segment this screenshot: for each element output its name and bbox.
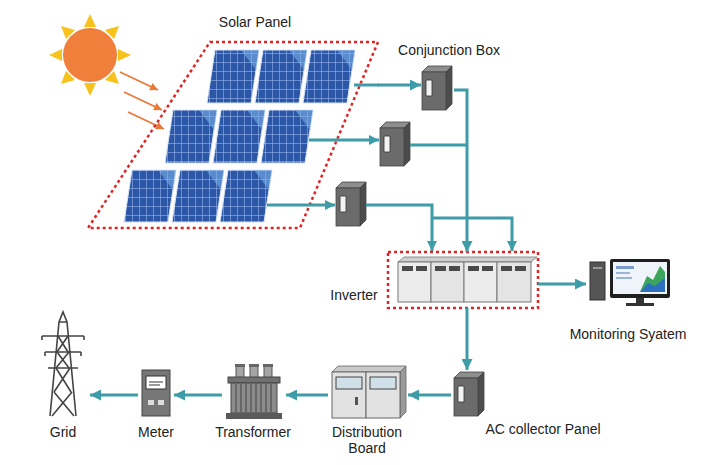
meter: Meter	[138, 366, 174, 418]
junction-boxes	[336, 66, 484, 416]
solar-array: Solar Panel	[88, 42, 378, 228]
connector-arrow	[90, 394, 138, 397]
node-label: Conjunction Box	[398, 42, 500, 58]
connector-arrow	[454, 90, 467, 252]
distribution-board-icon	[332, 366, 406, 418]
connector-arrow	[538, 283, 586, 286]
node-label: Meter	[138, 424, 174, 440]
pylon-icon	[42, 312, 84, 416]
connector-arrow	[286, 394, 328, 397]
connector-arrow	[408, 394, 451, 397]
ac-collector-panel: AC collector Panel	[451, 370, 486, 418]
inverter-outline	[388, 252, 538, 308]
node-label: Monitoring Syatem	[570, 326, 687, 342]
panel-glare	[158, 50, 355, 190]
inverter-cabinets	[398, 257, 537, 302]
node-label: Transformer	[215, 424, 291, 440]
connector-arrow	[378, 84, 421, 87]
meter-icon	[142, 370, 170, 416]
node-label: Distribution Board	[321, 424, 413, 456]
transformer-icon	[226, 364, 282, 419]
node-label: Grid	[50, 424, 76, 440]
junction-box: Conjunction Box	[421, 66, 454, 112]
node-label: Solar Panel	[219, 14, 291, 30]
node-label: AC collector Panel	[485, 421, 600, 437]
distribution-board: Distribution Board	[328, 364, 408, 420]
monitoring-system: Monitoring Syatem	[586, 256, 672, 308]
connector-arrow	[174, 394, 222, 397]
dc-wiring	[267, 85, 512, 251]
array-outline	[88, 42, 378, 228]
transformer: Transformer	[222, 362, 286, 420]
inverter: Inverter	[388, 252, 538, 308]
sun	[49, 14, 131, 96]
solar-panels	[124, 50, 355, 222]
connector-arrow	[466, 308, 469, 370]
computer-icon	[590, 259, 670, 306]
grid-pylon: Grid	[38, 310, 90, 418]
node-label: Inverter	[330, 287, 377, 303]
